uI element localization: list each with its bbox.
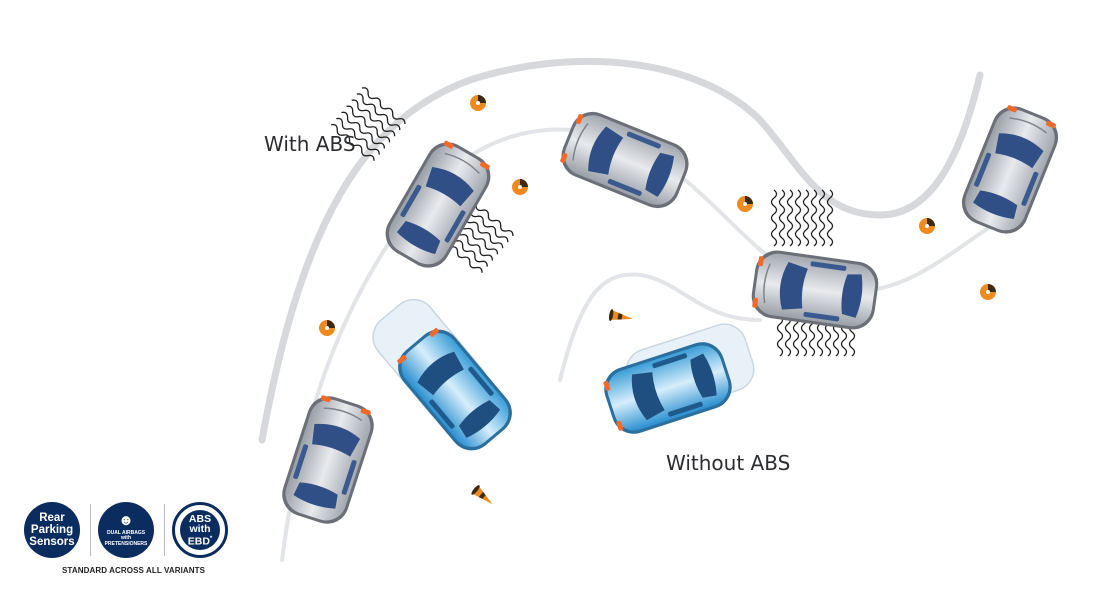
abs-ebd-badge: ABS with EBD*: [172, 502, 228, 558]
badge-line: with: [189, 522, 211, 535]
rear-parking-sensors-badge: Rear Parking Sensors: [24, 502, 80, 558]
badge-line: Parking: [30, 524, 74, 536]
badge-line: Rear: [39, 512, 65, 524]
car-with-abs-3: [554, 104, 696, 216]
car-with-abs-4: [748, 246, 882, 334]
badge-divider: [164, 504, 165, 556]
airbag-icon: ☻: [118, 511, 134, 529]
car-with-abs-1: [275, 389, 381, 531]
with-abs-label: With ABS: [264, 132, 356, 156]
badge-line-ebd: EBD*: [187, 535, 213, 548]
car-with-abs-2: [376, 133, 500, 277]
badge-line: Sensors: [29, 536, 75, 548]
dual-airbags-badge: ☻ DUAL AIRBAGS with PRETENSIONERS: [98, 502, 154, 558]
badge-line: ABS: [188, 512, 212, 525]
badge-line: PRETENSIONERS: [104, 540, 148, 547]
badge-line: DUAL AIRBAGS: [106, 529, 146, 536]
standard-variants-note: STANDARD ACROSS ALL VARIANTS: [62, 566, 206, 575]
abs-badge-inner: ABS with EBD*: [180, 510, 220, 550]
badge-divider: [90, 504, 91, 556]
car-with-abs-5: [954, 99, 1066, 241]
badge-line: with: [121, 535, 131, 542]
without-abs-label: Without ABS: [666, 451, 791, 475]
